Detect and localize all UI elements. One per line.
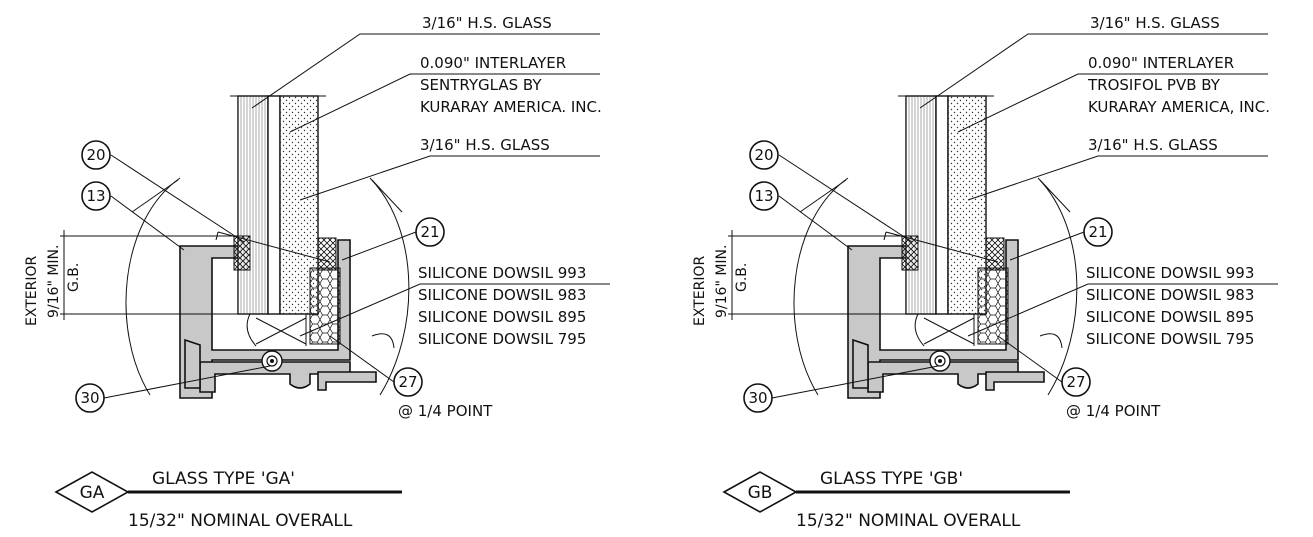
detail-ga: 3/16" H.S. GLASS 0.090" INTERLAYER SENTR… (24, 14, 612, 531)
label-bite-dim: 9/16" MIN. (46, 245, 62, 318)
detail-title: GLASS TYPE 'GB' (820, 469, 963, 489)
label-interlayer-1: 0.090" INTERLAYER (420, 54, 566, 72)
detail-gb: 3/16" H.S. GLASS 0.090" INTERLAYER TROSI… (692, 14, 1280, 531)
callout-21: 21 (1088, 223, 1107, 241)
callout-27: 27 (1066, 373, 1085, 391)
label-interlayer-3: KURARAY AMERICA, INC. (1088, 98, 1270, 116)
label-glass-outer: 3/16" H.S. GLASS (1090, 14, 1220, 32)
callout-27: 27 (398, 373, 417, 391)
label-interlayer-3: KURARAY AMERICA. INC. (420, 98, 602, 116)
label-silicone-1: SILICONE DOWSIL 993 (418, 264, 586, 282)
label-silicone-2: SILICONE DOWSIL 983 (418, 286, 586, 304)
callout-30: 30 (748, 389, 767, 407)
label-bite-dim: 9/16" MIN. (714, 245, 730, 318)
callout-20: 20 (86, 146, 105, 164)
detail-tag: GB (748, 483, 773, 503)
label-bite-abbr: G.B. (734, 263, 750, 292)
label-glass-inner: 3/16" H.S. GLASS (420, 136, 550, 154)
label-silicone-3: SILICONE DOWSIL 895 (1086, 308, 1254, 326)
label-silicone-4: SILICONE DOWSIL 795 (418, 330, 586, 348)
label-exterior: EXTERIOR (692, 256, 708, 326)
label-silicone-1: SILICONE DOWSIL 993 (1086, 264, 1254, 282)
label-interlayer-1: 0.090" INTERLAYER (1088, 54, 1234, 72)
callout-21: 21 (420, 223, 439, 241)
label-glass-outer: 3/16" H.S. GLASS (422, 14, 552, 32)
callout-30: 30 (80, 389, 99, 407)
label-silicone-2: SILICONE DOWSIL 983 (1086, 286, 1254, 304)
callout-13: 13 (86, 187, 105, 205)
label-silicone-3: SILICONE DOWSIL 895 (418, 308, 586, 326)
callout-13: 13 (754, 187, 773, 205)
label-point-note: @ 1/4 POINT (1066, 402, 1161, 420)
detail-subtitle: 15/32" NOMINAL OVERALL (796, 511, 1021, 531)
label-silicone-4: SILICONE DOWSIL 795 (1086, 330, 1254, 348)
callout-20: 20 (754, 146, 773, 164)
detail-subtitle: 15/32" NOMINAL OVERALL (128, 511, 353, 531)
label-glass-inner: 3/16" H.S. GLASS (1088, 136, 1218, 154)
detail-tag: GA (80, 483, 105, 503)
label-exterior: EXTERIOR (24, 256, 40, 326)
label-bite-abbr: G.B. (66, 263, 82, 292)
detail-title: GLASS TYPE 'GA' (152, 469, 295, 489)
label-point-note: @ 1/4 POINT (398, 402, 493, 420)
label-interlayer-2: TROSIFOL PVB BY (1087, 76, 1221, 94)
label-interlayer-2: SENTRYGLAS BY (420, 76, 542, 94)
